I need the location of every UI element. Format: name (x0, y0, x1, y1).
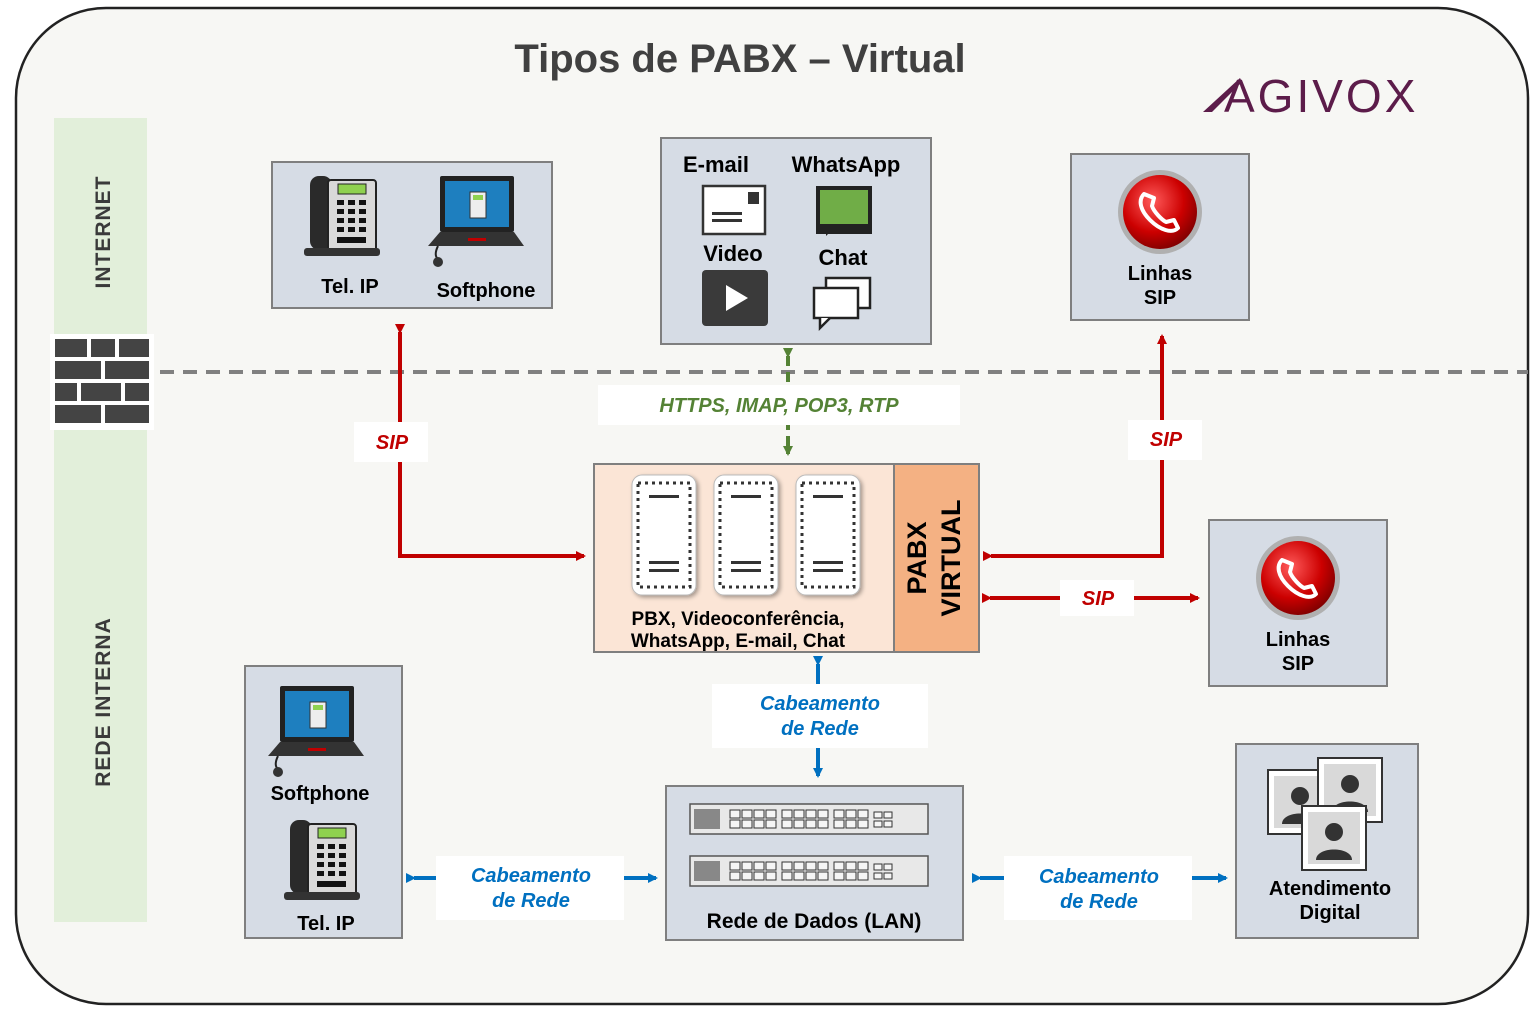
firewall-icon (50, 334, 154, 430)
cable-top-label-line2: de Rede (781, 718, 859, 740)
ip-phone-icon (303, 175, 381, 257)
lan-label: Rede de Dados (LAN) (707, 910, 922, 933)
digital-service-box: Atendimento Digital (1235, 743, 1419, 939)
call-button-icon (1116, 168, 1204, 256)
pabx-side-line1: PABX (902, 521, 932, 594)
sip-lines-internet-box: Linhas SIP (1070, 153, 1250, 321)
pabx-desc-line1: PBX, Videoconferência, (632, 609, 845, 630)
internal-zone-label: REDE INTERNA (92, 617, 115, 787)
sip-left-label: SIP (354, 422, 428, 462)
server-icon-3 (796, 475, 860, 595)
server-icon-2 (714, 475, 778, 595)
cable-top-label-line1: Cabeamento (760, 693, 880, 715)
sip-left-link (395, 324, 586, 561)
sip-lines-internal-box: Linhas SIP (1208, 519, 1388, 687)
cable-left-label: Cabeamento de Rede (436, 856, 624, 920)
sip-left-label-text: SIP (376, 432, 409, 454)
cable-top-label: Cabeamento de Rede (712, 684, 928, 748)
server-icon-1 (632, 475, 696, 595)
video-label: Video (703, 241, 763, 266)
cable-right-label-line1: Cabeamento (1039, 866, 1159, 888)
cable-left-label-line1: Cabeamento (471, 865, 591, 887)
internal-zone-strip (54, 425, 147, 922)
sip-right-link (983, 334, 1167, 561)
logo-text: AGIVOX (1224, 70, 1418, 122)
comms-box: E-mail WhatsApp Video Chat (660, 137, 932, 345)
ip-phone-icon (283, 819, 361, 901)
cable-right-label: Cabeamento de Rede (1004, 856, 1192, 920)
email-label: E-mail (683, 152, 749, 177)
sip-right-label-text: SIP (1150, 429, 1183, 451)
pabx-side-line2: VIRTUAL (936, 500, 966, 617)
whatsapp-chat-icon (816, 186, 872, 236)
network-switch-icon (689, 803, 929, 835)
sip-lines-right-line1: Linhas (1266, 629, 1330, 651)
lan-box: Rede de Dados (LAN) (665, 785, 964, 941)
pabx-virtual-box: PBX, Videoconferência, WhatsApp, E-mail,… (593, 463, 980, 653)
tel-ip-top-label: Tel. IP (321, 276, 378, 298)
agivox-logo: AGIVOX (1203, 70, 1418, 122)
call-button-icon (1254, 534, 1342, 622)
sip-lines-top-line1: Linhas (1128, 263, 1192, 285)
ip-devices-internal-box: Softphone Tel. IP (244, 665, 403, 939)
cable-left-label-line2: de Rede (492, 890, 570, 912)
internet-zone-label: INTERNET (92, 176, 115, 289)
chat-label: Chat (819, 245, 869, 270)
tel-ip-bottom-label: Tel. IP (297, 913, 354, 935)
digital-line2: Digital (1299, 902, 1360, 924)
sip-lines-right-line2: SIP (1282, 653, 1314, 675)
whatsapp-label: WhatsApp (792, 152, 901, 177)
digital-line1: Atendimento (1269, 878, 1391, 900)
chat-bubbles-icon (812, 276, 872, 332)
https-label: HTTPS, IMAP, POP3, RTP (598, 385, 960, 425)
sip-mid-label-text: SIP (1082, 588, 1115, 610)
video-play-icon (702, 270, 768, 326)
internet-zone-strip (54, 118, 147, 338)
sip-lines-top-line2: SIP (1144, 287, 1176, 309)
ip-devices-internet-box: Tel. IP Softphone (271, 161, 553, 309)
contact-portrait-icon (1301, 805, 1367, 871)
softphone-top-label: Softphone (437, 280, 536, 302)
https-label-text: HTTPS, IMAP, POP3, RTP (659, 395, 899, 417)
sip-mid-label: SIP (1060, 580, 1134, 616)
pabx-desc-line2: WhatsApp, E-mail, Chat (631, 631, 846, 652)
network-switch-icon (689, 855, 929, 887)
email-icon (701, 184, 767, 236)
page-title: Tipos de PABX – Virtual (514, 37, 965, 81)
cable-right-label-line2: de Rede (1060, 891, 1138, 913)
sip-right-label: SIP (1128, 420, 1202, 460)
softphone-bottom-label: Softphone (271, 783, 370, 805)
